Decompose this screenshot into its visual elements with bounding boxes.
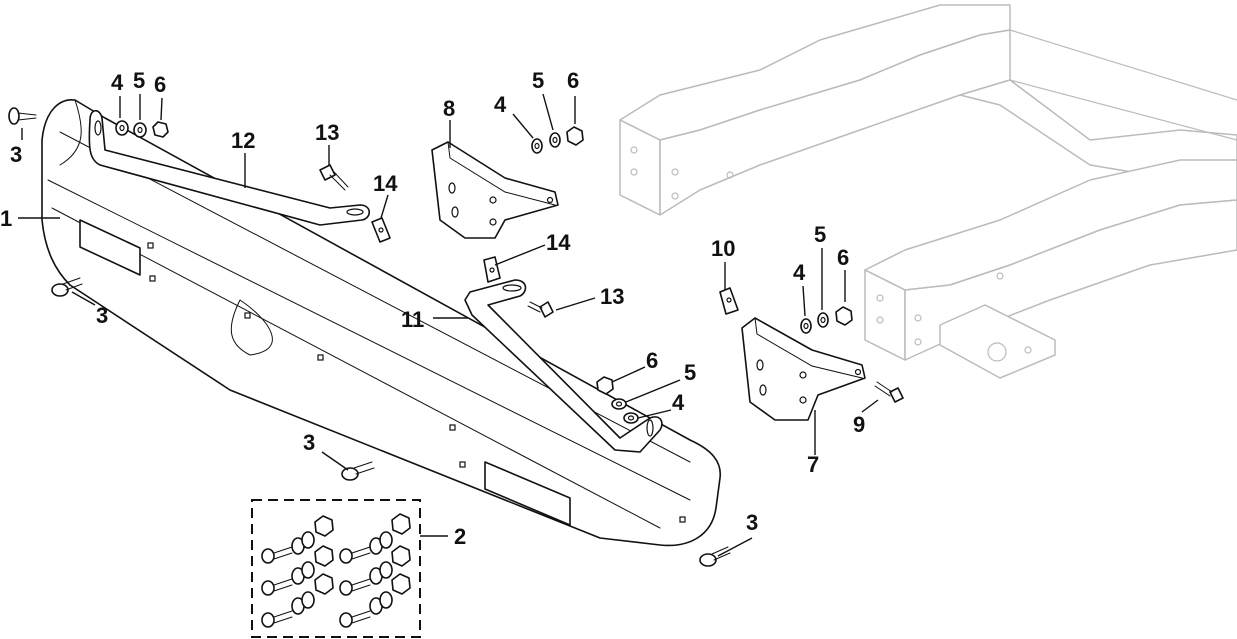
hardware-set-top-center (531, 126, 584, 154)
clip-nut-14-upper (371, 217, 391, 243)
bracket-7 (741, 317, 866, 421)
callout-2: 2 (454, 524, 466, 549)
callout-5-right: 5 (814, 222, 826, 247)
callout-5-top-left: 5 (133, 68, 145, 93)
callout-8: 8 (443, 96, 455, 121)
bolt-13-lower (527, 301, 554, 318)
kit-row-1 (261, 513, 411, 564)
bolt-9 (874, 381, 904, 403)
bracket-8 (431, 141, 559, 239)
callout-11: 11 (401, 307, 424, 332)
carriage-bolt-3-top (8, 107, 37, 125)
callout-4-top-center: 4 (494, 92, 507, 117)
callout-6-top-left: 6 (154, 72, 166, 97)
frame-rails (619, 4, 1237, 379)
callout-4-right: 4 (793, 260, 806, 285)
clip-nut-10 (719, 287, 739, 315)
leader-lines (18, 93, 879, 557)
callout-6-top-center: 6 (567, 68, 579, 93)
callout-7: 7 (807, 452, 819, 477)
callout-3-right: 3 (746, 510, 758, 535)
hardware-set-center (596, 376, 639, 424)
hardware-kit-box (251, 499, 421, 638)
carriage-bolt-3-bottom (341, 461, 375, 481)
callout-5-center: 5 (684, 360, 696, 385)
callout-12: 12 (231, 128, 255, 153)
bumper-face-bar (41, 99, 721, 547)
callout-6-center: 6 (646, 348, 658, 373)
brace-11 (464, 279, 663, 453)
callout-4-center: 4 (672, 390, 685, 415)
brace-12 (88, 109, 371, 226)
callout-1: 1 (0, 206, 12, 231)
callout-10: 10 (711, 236, 735, 261)
clip-nut-14-lower (483, 256, 501, 283)
callout-6-right: 6 (837, 245, 849, 270)
callout-5-top-center: 5 (532, 68, 544, 93)
carriage-bolt-3-left (51, 277, 83, 297)
kit-row-3 (261, 573, 411, 628)
callout-14-upper: 14 (373, 171, 398, 196)
callout-3-bottom: 3 (303, 430, 315, 455)
callout-3-left: 3 (96, 303, 108, 328)
callout-labels: 1 2 3 3 3 3 4 5 6 4 5 6 4 5 6 4 5 6 7 8 … (0, 68, 865, 549)
callout-9: 9 (853, 412, 865, 437)
callout-13-upper: 13 (315, 120, 339, 145)
callout-13-lower: 13 (600, 284, 624, 309)
hardware-set-right (800, 306, 853, 334)
callout-14-lower: 14 (546, 230, 571, 255)
carriage-bolt-3-right (699, 546, 731, 567)
callout-4-top-left: 4 (111, 70, 124, 95)
bolt-13-upper (319, 164, 349, 191)
kit-row-2 (261, 545, 411, 596)
callout-3-top: 3 (10, 142, 22, 167)
hardware-set-top-left (115, 120, 169, 138)
